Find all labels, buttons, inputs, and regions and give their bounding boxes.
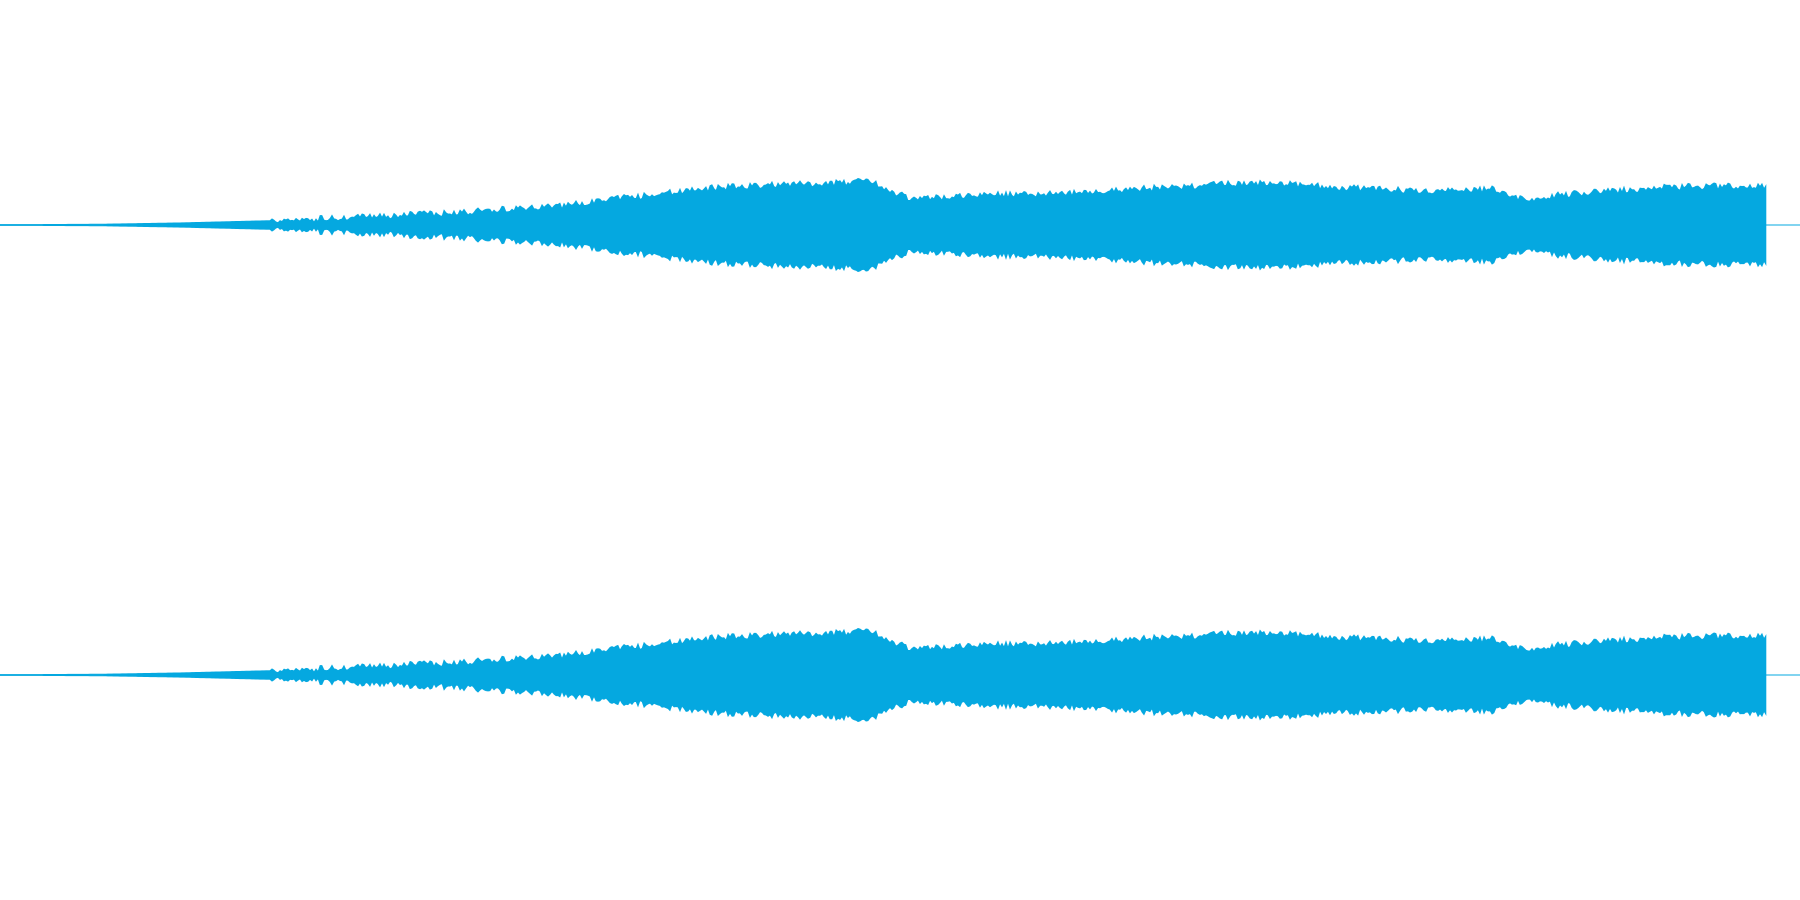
waveform-channel-2 bbox=[0, 450, 1800, 900]
waveform-channel-1-envelope bbox=[0, 177, 1767, 273]
waveform-channel-2-envelope bbox=[0, 627, 1767, 723]
waveform-channel-1-svg bbox=[0, 177, 1800, 273]
waveform-channel-2-svg bbox=[0, 627, 1800, 723]
waveform-channel-1 bbox=[0, 177, 1800, 273]
